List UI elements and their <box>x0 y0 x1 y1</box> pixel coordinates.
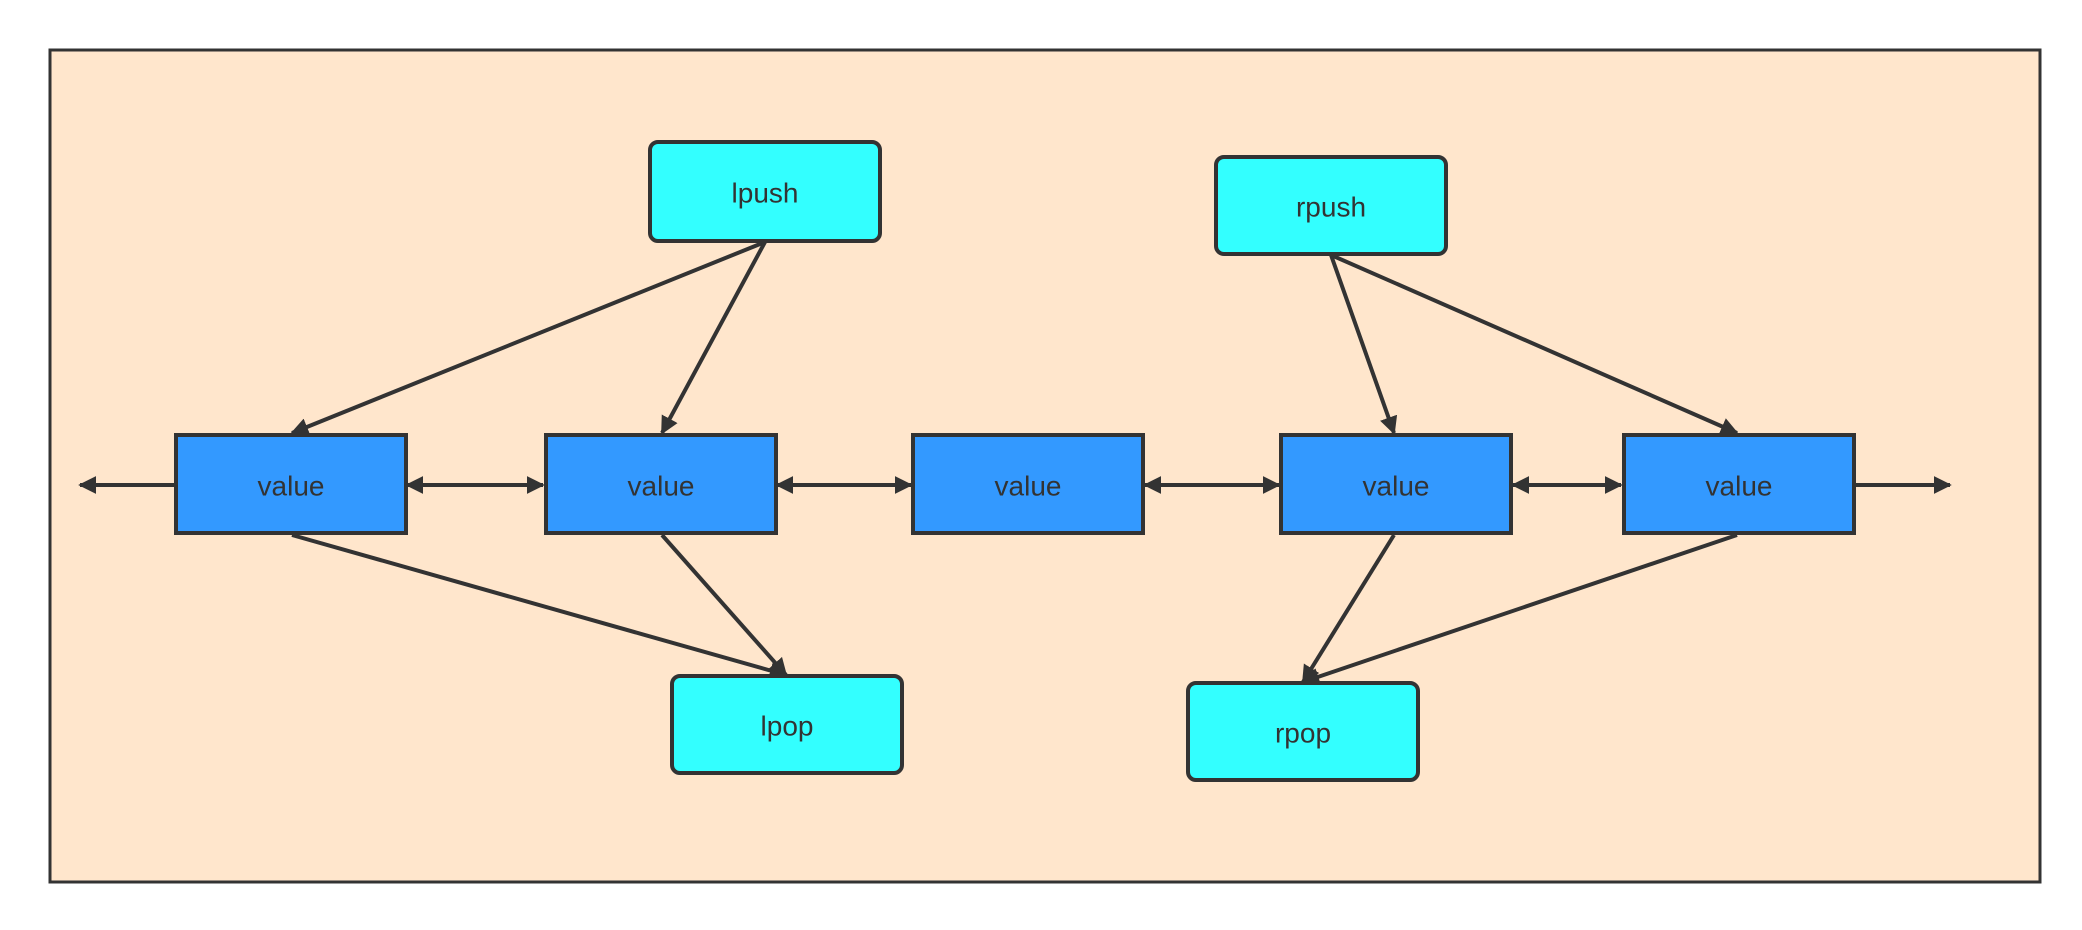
rpush-label: rpush <box>1296 192 1366 223</box>
edge-value-2-to-lpop <box>660 533 788 677</box>
value-label-4: value <box>1363 471 1430 502</box>
value-label-5: value <box>1706 471 1773 502</box>
edge-lpush-to-value-2 <box>660 241 767 435</box>
value-label-1: value <box>258 471 325 502</box>
value-label-3: value <box>995 471 1062 502</box>
value-node-4: value <box>1279 433 1513 535</box>
lpop-label: lpop <box>761 711 814 742</box>
edge-value-4-to-rpop <box>1301 533 1396 684</box>
edge-value-5-to-rpop <box>1301 533 1738 686</box>
value-node-5: value <box>1622 433 1856 535</box>
rpop-node: rpop <box>1186 681 1420 782</box>
rpush-node: rpush <box>1214 155 1448 256</box>
rpop-label: rpop <box>1275 718 1331 749</box>
value-node-1: value <box>174 433 408 535</box>
edge-rpush-to-value-4 <box>1329 254 1398 435</box>
lpush-node: lpush <box>648 140 882 243</box>
edge-lpush-to-value-1 <box>290 240 766 436</box>
edges <box>78 240 1952 686</box>
edge-rpush-to-value-5 <box>1330 253 1739 435</box>
value-label-2: value <box>628 471 695 502</box>
lpush-label: lpush <box>732 178 799 209</box>
value-node-2: value <box>544 433 778 535</box>
lpop-node: lpop <box>670 674 904 775</box>
value-node-3: value <box>911 433 1145 535</box>
edge-value-1-to-lpop <box>291 533 788 680</box>
